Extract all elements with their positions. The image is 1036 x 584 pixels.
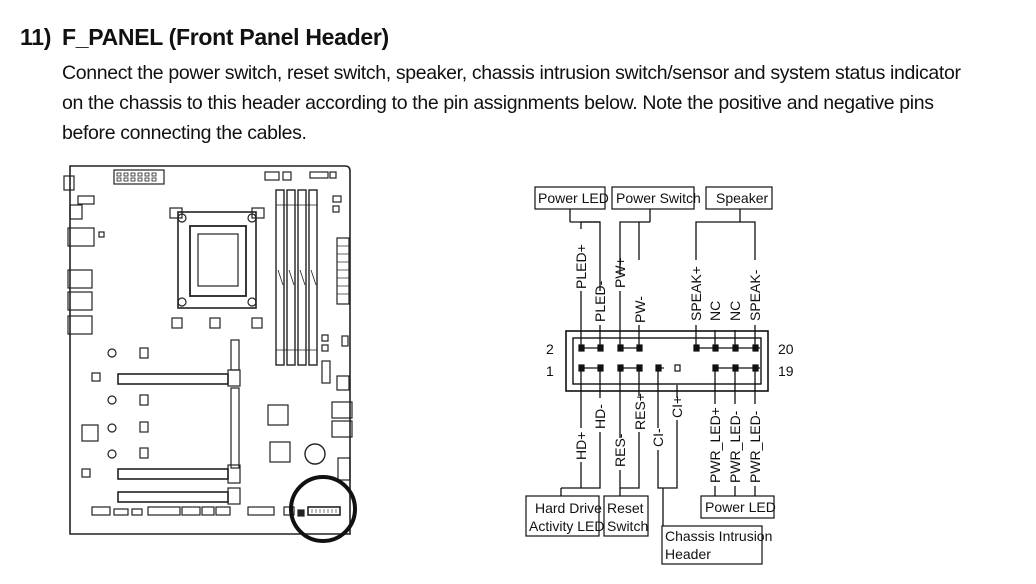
group-label-hdd-line-1: Hard Drive	[535, 500, 602, 516]
section-title: 11) F_PANEL (Front Panel Header)	[20, 24, 389, 51]
pin-label-speak-minus: SPEAK-	[747, 269, 763, 321]
pin-number-2: 2	[546, 341, 554, 357]
group-label-power-led-bottom: Power LED	[705, 499, 776, 515]
section-title-text: F_PANEL (Front Panel Header)	[62, 24, 389, 50]
group-label-chassis-line-2: Header	[665, 546, 711, 562]
pin-label-pwr-led-minus-2: PWR_LED-	[747, 410, 763, 483]
section-number: 11)	[20, 24, 52, 50]
pin-label-pled-plus: PLED+	[573, 244, 589, 289]
pin-label-pwr-led-minus-1: PWR_LED-	[727, 410, 743, 483]
group-label-power-led-top: Power LED	[538, 190, 609, 206]
pin-number-19: 19	[778, 363, 794, 379]
pin-label-nc-1: NC	[707, 301, 723, 321]
group-label-speaker: Speaker	[716, 190, 768, 206]
pin-label-pw-minus: PW-	[632, 296, 648, 323]
pin-label-pw-plus: PW+	[612, 257, 628, 288]
section-description: Connect the power switch, reset switch, …	[62, 58, 992, 148]
pin-label-ci-minus: CI-	[650, 428, 666, 447]
pin-label-pwr-led-plus: PWR_LED+	[707, 407, 723, 483]
description-line-2: on the chassis to this header according …	[62, 92, 934, 114]
f-panel-highlight-circle	[289, 475, 357, 543]
pin-number-20: 20	[778, 341, 794, 357]
description-line-3: before connecting the cables.	[62, 122, 307, 144]
pin-number-1: 1	[546, 363, 554, 379]
header-pinout-diagram: 2 1 20 19	[525, 186, 794, 565]
pin-label-hd-minus: HD-	[592, 404, 608, 429]
group-label-reset-line-1: Reset	[607, 500, 644, 516]
pin-label-pled-minus: PLED-	[592, 280, 608, 322]
pin-label-speak-plus: SPEAK+	[688, 266, 704, 321]
group-label-power-switch: Power Switch	[616, 190, 701, 206]
pin-label-res-minus: RES-	[612, 433, 628, 467]
motherboard-illustration	[63, 165, 353, 535]
pin-label-hd-plus: HD+	[573, 432, 589, 460]
group-label-chassis-line-1: Chassis Intrusion	[665, 528, 772, 544]
pin-label-res-plus: RES+	[632, 393, 648, 430]
pin-label-ci-plus: CI+	[669, 396, 685, 418]
pin-label-nc-2: NC	[727, 301, 743, 321]
group-label-hdd-line-2: Activity LED	[529, 518, 604, 534]
group-label-reset-line-2: Switch	[607, 518, 648, 534]
description-line-1: Connect the power switch, reset switch, …	[62, 62, 961, 84]
